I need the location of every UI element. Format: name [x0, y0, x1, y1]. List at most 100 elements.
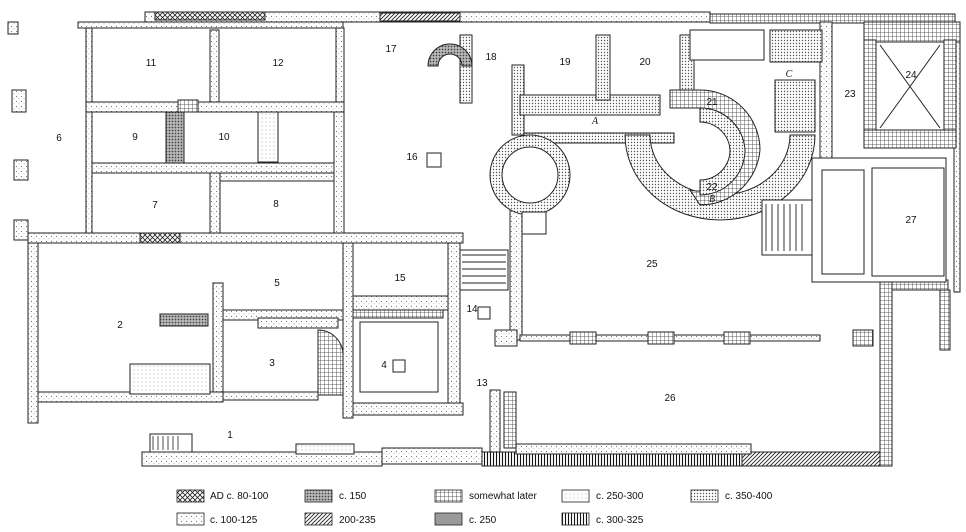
- room-label: 16: [406, 152, 418, 163]
- wall-segment: [154, 11, 266, 21]
- wall-segment: [459, 249, 509, 291]
- wall-segment: [863, 129, 957, 149]
- room-label: 18: [485, 52, 497, 63]
- wall-segment: [85, 27, 93, 234]
- wall-segment: [7, 21, 19, 35]
- wall-segment: [13, 219, 29, 241]
- legend-swatch: [176, 512, 205, 526]
- wall-segment: [689, 29, 765, 61]
- wall-segment: [222, 391, 319, 401]
- wall-segment: [177, 99, 199, 113]
- legend-swatch: [434, 512, 463, 526]
- wall-segment: [624, 134, 816, 221]
- wall-segment: [761, 199, 813, 256]
- wall-segment: [159, 313, 209, 327]
- legend-swatch: [690, 489, 719, 503]
- wall-segment: [503, 391, 517, 449]
- room-label: 10: [218, 132, 230, 143]
- room-label: 20: [639, 57, 651, 68]
- wall-segment: [352, 309, 444, 319]
- wall-segment: [647, 331, 675, 345]
- room-label: 7: [152, 200, 158, 211]
- wall-segment: [85, 101, 345, 113]
- legend: AD c. 80-100 c. 150 somewhat later c. 25…: [176, 489, 773, 526]
- wall-segment: [494, 329, 518, 347]
- wall-segment: [447, 242, 461, 414]
- room-label: 9: [132, 132, 138, 143]
- room-label: 15: [394, 273, 406, 284]
- legend-label: c. 100-125: [210, 515, 258, 526]
- room-label: 5: [274, 278, 280, 289]
- wall-segment: [342, 242, 354, 419]
- wall-segment: [257, 317, 339, 329]
- legend-swatch: [434, 489, 463, 503]
- room-label: 13: [476, 378, 488, 389]
- room-label: 21: [706, 97, 718, 108]
- wall-segment: [569, 331, 597, 345]
- wall-segment: [595, 34, 611, 101]
- legend-item: AD c. 80-100: [176, 489, 269, 503]
- room-label: 8: [273, 199, 279, 210]
- wall-segment: [723, 331, 751, 345]
- wall-segment: [212, 282, 224, 396]
- wall-segment: [209, 172, 221, 234]
- room-label: 12: [272, 58, 284, 69]
- legend-label: c. 250: [469, 515, 497, 526]
- area-letter: A: [591, 116, 599, 127]
- wall-segment: [139, 232, 181, 244]
- legend-swatch: [304, 512, 333, 526]
- wall-segment: [381, 447, 483, 465]
- room-label: 17: [385, 44, 397, 55]
- wall-segment: [939, 289, 951, 351]
- wall-segment: [352, 402, 464, 416]
- wall-segment: [77, 21, 344, 29]
- wall-segment: [13, 159, 29, 181]
- legend-label: c. 300-325: [596, 515, 644, 526]
- room-label: 19: [559, 57, 571, 68]
- wall-segment: [863, 21, 961, 43]
- legend-swatch: [561, 512, 590, 526]
- room-label: 22: [706, 182, 718, 193]
- legend-swatch: [304, 489, 333, 503]
- legend-label: c. 250-300: [596, 491, 644, 502]
- wall-segment: [352, 295, 449, 311]
- legend-item: c. 150: [304, 489, 367, 503]
- room-label: 3: [269, 358, 275, 369]
- room-label: 24: [905, 70, 917, 81]
- room-label: 6: [56, 133, 62, 144]
- legend-label: AD c. 80-100: [210, 491, 269, 502]
- room-label: 1: [227, 430, 233, 441]
- wall-segment: [219, 172, 335, 182]
- wall-segment: [741, 451, 893, 467]
- wall-segment: [149, 433, 193, 453]
- wall-segment: [27, 232, 464, 244]
- legend-label: somewhat later: [469, 491, 537, 502]
- wall-segment: [379, 12, 461, 22]
- wall-segment: [295, 443, 355, 455]
- wall-segment: [317, 329, 344, 396]
- legend-item: 200-235: [304, 512, 376, 526]
- legend-item: c. 350-400: [690, 489, 773, 503]
- wall-segment: [129, 363, 211, 395]
- legend-item: c. 100-125: [176, 512, 258, 526]
- wall-segment: [27, 242, 39, 424]
- room-label: 11: [146, 58, 157, 69]
- wall-segment: [209, 29, 220, 103]
- room-label: 14: [466, 304, 478, 315]
- wall-segment: [91, 162, 343, 174]
- legend-label: c. 350-400: [725, 491, 773, 502]
- wall-segment: [774, 79, 816, 133]
- wall-segment: [852, 329, 874, 347]
- legend-swatch: [176, 489, 205, 503]
- walls: [7, 11, 961, 467]
- wall-segment: [335, 27, 345, 109]
- room-label: 25: [646, 259, 658, 270]
- room-label: 4: [381, 360, 387, 371]
- room-label: 27: [905, 215, 917, 226]
- room-labels: 1 2 3 4 5 6 7 8 9 10 11 12 13 14 15 16 1…: [56, 44, 917, 441]
- legend-item: c. 250: [434, 512, 497, 526]
- wall-segment: [879, 279, 893, 467]
- wall-segment: [333, 111, 345, 238]
- room-label: 23: [844, 89, 856, 100]
